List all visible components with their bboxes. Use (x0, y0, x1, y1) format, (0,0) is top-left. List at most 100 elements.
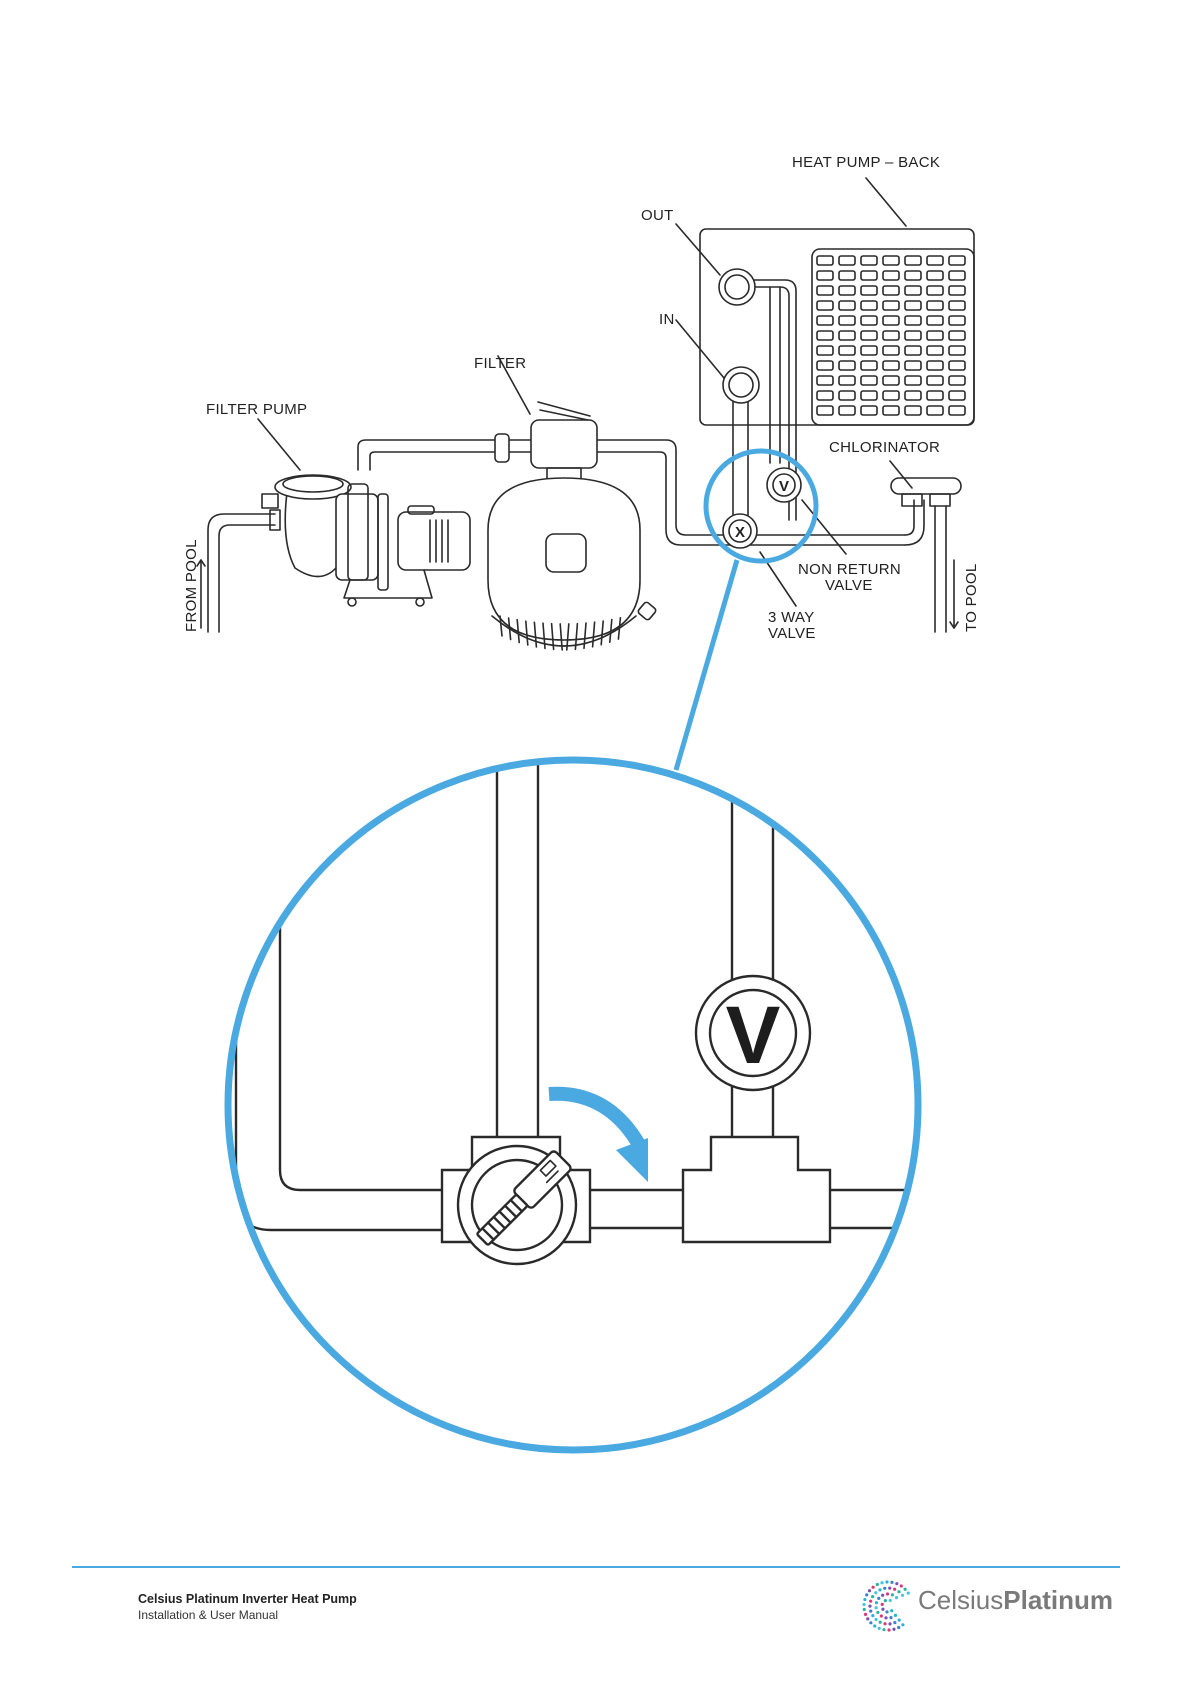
valve-x-letter-small: X (735, 524, 745, 541)
grille-slot (817, 406, 833, 415)
grille-slot (817, 256, 833, 265)
valve-v-letter-small: V (779, 478, 789, 495)
logo-dot (892, 1628, 895, 1631)
logo-dot (873, 1624, 876, 1627)
grille-slot (883, 256, 899, 265)
grille-slot (817, 376, 833, 385)
grille-slot (839, 331, 855, 340)
grille-slot (905, 256, 921, 265)
grille-slot (861, 256, 877, 265)
label-out: OUT (641, 207, 674, 224)
logo-dot (885, 1580, 888, 1583)
three-way-valve-small: X (723, 514, 757, 548)
footer-rule (72, 1566, 1120, 1568)
rotate-arrow-head (616, 1138, 648, 1182)
grille-slot (839, 316, 855, 325)
grille-slot (949, 376, 965, 385)
grille-slot (949, 286, 965, 295)
rotate-arrow (549, 1094, 642, 1150)
grille-slot (927, 316, 943, 325)
grille-slot (817, 391, 833, 400)
label-non-return-valve-1: NON RETURN (798, 561, 901, 578)
non-return-valve-small: V (767, 468, 801, 502)
grille-slot (883, 301, 899, 310)
grille-slot (839, 256, 855, 265)
logo-dot (866, 1617, 869, 1620)
grille-slot (883, 361, 899, 370)
grille-slot (949, 331, 965, 340)
grille-slot (927, 271, 943, 280)
grille-slot (927, 331, 943, 340)
label-from-pool: FROM POOL (183, 539, 200, 632)
logo-dot (874, 1618, 877, 1621)
logo-dot (889, 1616, 892, 1619)
grille-slot (927, 286, 943, 295)
grille-slot (927, 361, 943, 370)
footer-subtitle: Installation & User Manual (138, 1608, 357, 1622)
grille-slot (817, 346, 833, 355)
logo-dot (887, 1628, 890, 1631)
grille-slot (861, 406, 877, 415)
grille-slot (927, 301, 943, 310)
logo-dot (878, 1627, 881, 1630)
logo-dot (884, 1616, 887, 1619)
grille-slot (949, 256, 965, 265)
grille-slot (817, 286, 833, 295)
grille-slot (883, 391, 899, 400)
grille-slot (905, 271, 921, 280)
brand-light: Celsius (918, 1585, 1003, 1616)
label-three-way-valve-1: 3 WAY (768, 609, 815, 626)
grille-slot (817, 316, 833, 325)
grille-slot (817, 271, 833, 280)
logo-dot (890, 1581, 893, 1584)
chlorinator (891, 478, 961, 632)
brand-bold: Platinum (1003, 1585, 1113, 1616)
logo-dot (879, 1621, 882, 1624)
zoomed-detail: V (236, 760, 940, 1264)
grille-slot (905, 391, 921, 400)
label-three-way-valve-2: VALVE (768, 625, 816, 642)
grille-slot (817, 301, 833, 310)
label-filter: FILTER (474, 355, 526, 372)
grille-slot (949, 301, 965, 310)
grille-slot (883, 271, 899, 280)
grille-slot (861, 376, 877, 385)
grille-slot (905, 406, 921, 415)
grille-slot (883, 331, 899, 340)
grille-slot (883, 286, 899, 295)
grille-slot (927, 391, 943, 400)
out-connector (719, 269, 755, 305)
heat-pump-grille (817, 256, 965, 415)
grille-slot (817, 331, 833, 340)
grille-slot (949, 271, 965, 280)
grille-slot (927, 256, 943, 265)
grille-slot (949, 361, 965, 370)
label-filter-pump: FILTER PUMP (206, 401, 307, 418)
grille-slot (905, 361, 921, 370)
filter-pump (197, 475, 470, 632)
valve-v-letter-large: V (726, 990, 781, 1081)
label-to-pool: TO POOL (963, 563, 980, 632)
logo-dot (897, 1626, 900, 1629)
label-chlorinator: CHLORINATOR (829, 439, 940, 456)
grille-slot (905, 331, 921, 340)
label-in: IN (659, 311, 675, 328)
logo-dot (898, 1618, 901, 1621)
logo-dot (888, 1622, 891, 1625)
grille-slot (861, 346, 877, 355)
grille-slot (861, 286, 877, 295)
grille-slot (839, 286, 855, 295)
zoom-connector-line (676, 560, 737, 770)
grille-slot (839, 301, 855, 310)
grille-slot (949, 316, 965, 325)
grille-slot (839, 361, 855, 370)
logo-dot (901, 1623, 904, 1626)
grille-slot (861, 331, 877, 340)
grille-slot (861, 316, 877, 325)
zoom-circle (228, 760, 918, 1450)
logo-dot (893, 1621, 896, 1624)
celsius-platinum-logo: Celsius Platinum (860, 1585, 1113, 1616)
grille-slot (883, 346, 899, 355)
grille-slot (905, 346, 921, 355)
